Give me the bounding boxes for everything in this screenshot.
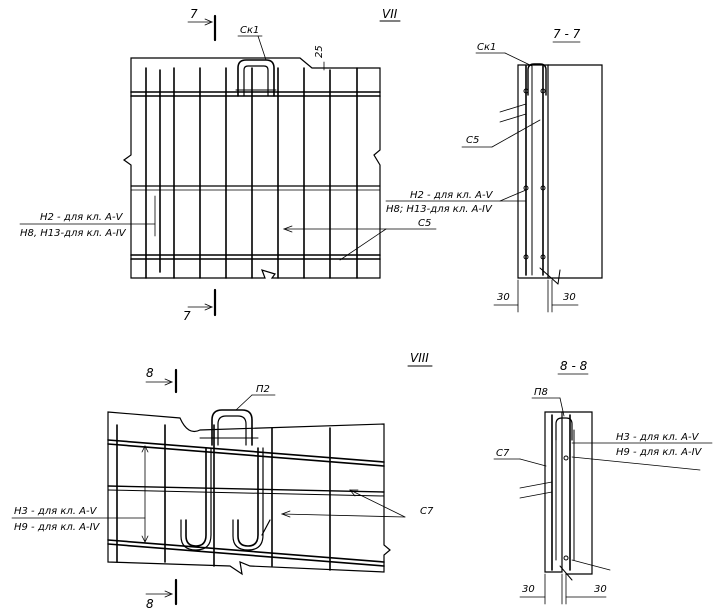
sec77-note-1: Н2 - для кл. А-V [410, 190, 494, 201]
section-7-7-title: 7 - 7 [553, 27, 581, 41]
view-vii: VII 7 7 [19, 7, 437, 323]
section-7-7: 7 - 7 Ск1 С5 Н2 - для кл. А-V Н8; Н13-дл… [385, 27, 603, 313]
dim-25: 25 [314, 45, 325, 58]
hook-right [237, 447, 259, 547]
hook-left [185, 447, 207, 547]
sec88-note-2: Н9 - для кл. А-IV [616, 447, 703, 458]
view-viii-title: VIII [410, 351, 429, 365]
dim-30-left-7: 30 [497, 292, 510, 303]
loop-p2 [211, 409, 253, 446]
view-vii-title: VII [382, 7, 398, 21]
view-viii: VIII 8 8 П2 [11, 351, 434, 611]
viii-note-2: Н9 - для кл. А-IV [14, 522, 101, 533]
cut-mark-8-top: 8 [146, 366, 154, 380]
slab-7-7 [547, 64, 603, 279]
vii-note-1: Н2 - для кл. А-V [40, 212, 124, 223]
viii-note-1: Н3 - для кл. А-V [14, 506, 98, 517]
slab-8-8 [561, 411, 593, 575]
dim-30-right-7: 30 [563, 292, 576, 303]
label-c5-section: С5 [466, 135, 479, 146]
cut-mark-7-top: 7 [190, 7, 198, 21]
label-p8: П8 [534, 387, 548, 398]
cut-mark-8-bottom: 8 [146, 597, 154, 611]
vii-note-2: Н8, Н13-для кл. А-IV [20, 228, 127, 239]
cage-sk1-loop [237, 59, 275, 97]
label-c5-vii: С5 [418, 218, 431, 229]
section-8-8: 8 - 8 П8 С7 Н3 - для кл. А-V Н9 - для кл… [493, 359, 713, 605]
label-c7-viii: С7 [420, 506, 434, 517]
sec77-note-2: Н8; Н13-для кл. А-IV [386, 204, 493, 215]
sec88-note-1: Н3 - для кл. А-V [616, 432, 700, 443]
section-8-8-title: 8 - 8 [560, 359, 588, 373]
dim-30-left-8: 30 [522, 584, 535, 595]
label-p2: П2 [256, 384, 270, 395]
dim-30-right-8: 30 [594, 584, 607, 595]
panel-viii-outline [107, 411, 391, 576]
label-c7-section: С7 [496, 448, 510, 459]
cut-mark-7-bottom: 7 [183, 309, 191, 323]
label-sk1-section: Ск1 [477, 42, 496, 53]
label-sk1: Ск1 [240, 25, 259, 36]
